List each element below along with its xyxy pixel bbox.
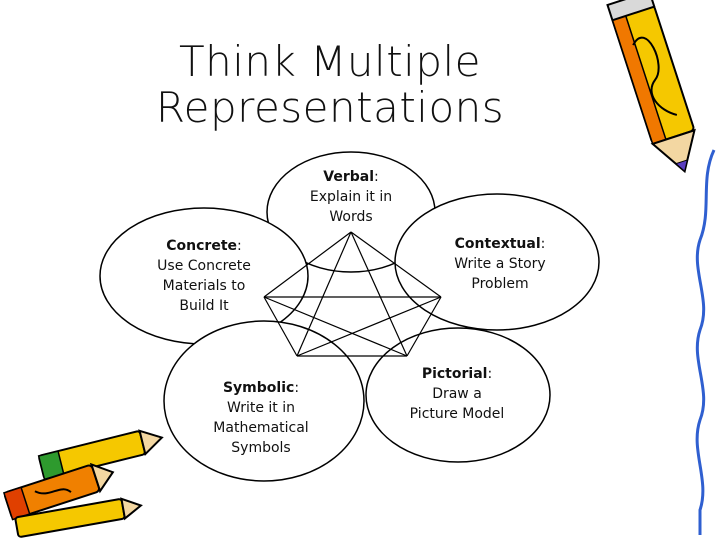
node-desc: Problem: [430, 274, 570, 294]
crayons-icon: [4, 426, 165, 537]
node-desc: Explain it in: [281, 187, 421, 207]
node-symbolic: Symbolic: Write it in Mathematical Symbo…: [191, 378, 331, 458]
node-heading: Concrete: [166, 238, 237, 254]
squiggle-line: [697, 150, 714, 535]
node-desc: Write it in: [191, 398, 331, 418]
node-heading: Symbolic: [223, 380, 294, 396]
page-title-line-1: Think Multiple: [150, 38, 510, 86]
node-desc: Words: [281, 207, 421, 227]
node-desc: Mathematical: [191, 418, 331, 438]
node-desc: Build It: [134, 296, 274, 316]
node-verbal: Verbal: Explain it in Words: [281, 167, 421, 227]
node-contextual: Contextual: Write a Story Problem: [430, 234, 570, 294]
pencil-icon: [608, 0, 706, 178]
node-desc: Write a Story: [430, 254, 570, 274]
node-desc: Use Concrete: [134, 256, 274, 276]
node-concrete: Concrete: Use Concrete Materials to Buil…: [134, 236, 274, 316]
node-heading: Contextual: [455, 236, 541, 252]
node-desc: Materials to: [134, 276, 274, 296]
node-heading: Pictorial: [422, 366, 488, 382]
node-desc: Symbols: [191, 438, 331, 458]
node-pictorial: Pictorial: Draw a Picture Model: [387, 364, 527, 424]
node-desc: Draw a: [387, 384, 527, 404]
page-title-line-2: Representations: [150, 84, 510, 132]
node-heading: Verbal: [323, 169, 374, 185]
node-desc: Picture Model: [387, 404, 527, 424]
